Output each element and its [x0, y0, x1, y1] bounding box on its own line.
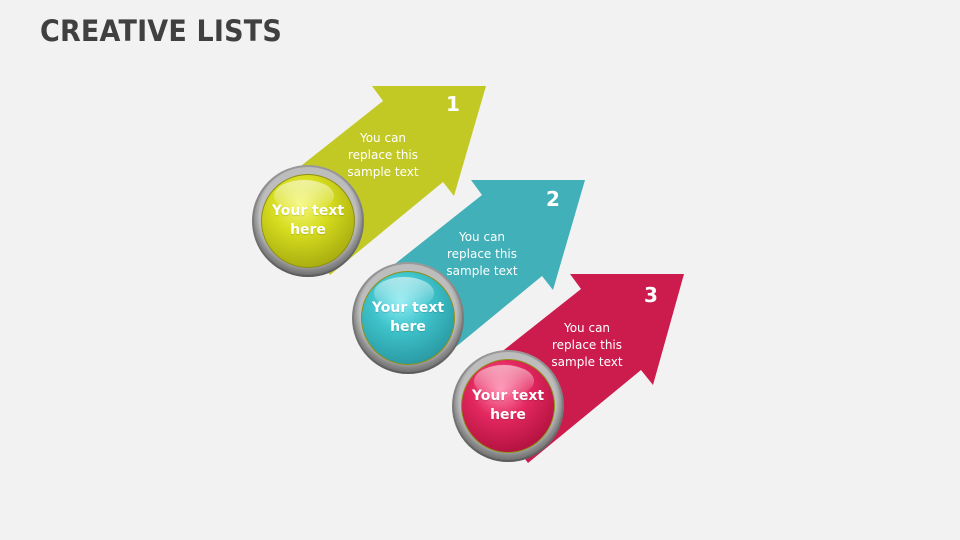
- button-label-2-line-1: Your text: [371, 300, 445, 316]
- item-description-2: You can replace this sample text: [427, 229, 537, 280]
- item-description-1-line-2: replace this: [347, 148, 419, 162]
- item-description-2-line-3: sample text: [446, 264, 518, 278]
- item-description-1-line-3: sample text: [347, 165, 419, 179]
- button-label-3: Your text here: [458, 387, 558, 425]
- item-description-3-line-2: replace this: [551, 338, 623, 352]
- item-description-3-line-1: You can: [563, 321, 611, 335]
- item-description-2-line-1: You can: [458, 230, 506, 244]
- slide-title: CREATIVE LISTS: [40, 14, 282, 48]
- item-number-3: 3: [644, 283, 658, 307]
- item-description-1: You can replace this sample text: [328, 130, 438, 181]
- circle-button-3[interactable]: [452, 350, 564, 462]
- circle-button-2[interactable]: [352, 262, 464, 374]
- button-label-3-line-2: here: [490, 407, 526, 423]
- item-number-1: 1: [446, 92, 460, 116]
- button-label-2: Your text here: [358, 299, 458, 337]
- item-description-2-line-2: replace this: [446, 247, 518, 261]
- button-label-1-line-2: here: [290, 222, 326, 238]
- circle-button-1[interactable]: [252, 165, 364, 277]
- item-description-3: You can replace this sample text: [532, 320, 642, 371]
- item-description-3-line-3: sample text: [551, 355, 623, 369]
- button-label-1-line-1: Your text: [271, 203, 345, 219]
- item-description-1-line-1: You can: [359, 131, 407, 145]
- item-number-2: 2: [546, 187, 560, 211]
- button-label-1: Your text here: [258, 202, 358, 240]
- button-label-3-line-1: Your text: [471, 388, 545, 404]
- button-label-2-line-2: here: [390, 319, 426, 335]
